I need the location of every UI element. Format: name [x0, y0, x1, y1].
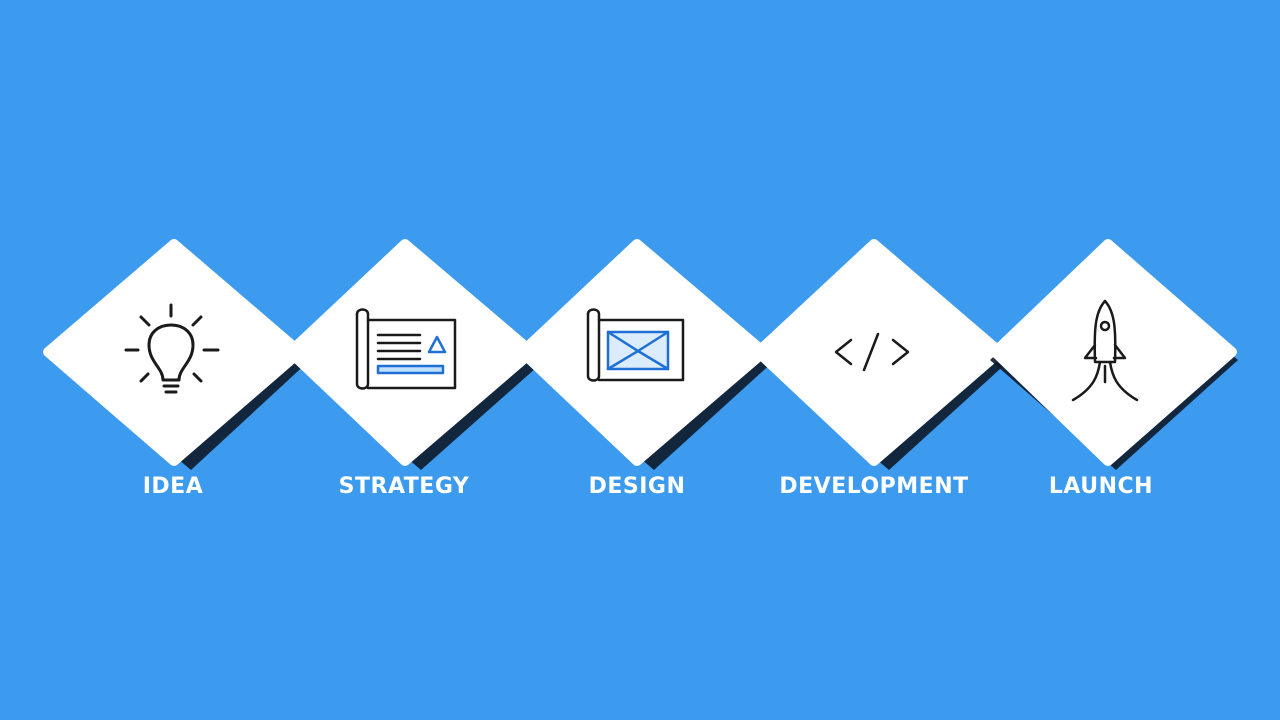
code-brackets-icon: [834, 332, 910, 372]
step-launch: [990, 239, 1238, 470]
step-idea-diamond: [43, 239, 305, 466]
step-label-idea: IDEA: [142, 474, 204, 499]
step-launch-diamond: [990, 239, 1237, 466]
step-development-diamond: [753, 239, 1005, 466]
step-label-launch: LAUNCH: [1048, 474, 1154, 499]
lightbulb-icon: [124, 303, 220, 394]
step-idea: [43, 239, 310, 470]
wireframe-design-icon: [586, 308, 685, 382]
rocket-icon: [1071, 299, 1139, 402]
blueprint-plan-icon: [355, 308, 457, 390]
step-strategy-diamond: [285, 239, 537, 466]
step-label-design: DESIGN: [588, 474, 686, 499]
step-label-development: DEVELOPMENT: [779, 474, 969, 499]
step-strategy: [285, 239, 545, 470]
step-design: [517, 239, 775, 470]
step-development: [753, 239, 1010, 470]
step-label-strategy: STRATEGY: [338, 474, 470, 499]
